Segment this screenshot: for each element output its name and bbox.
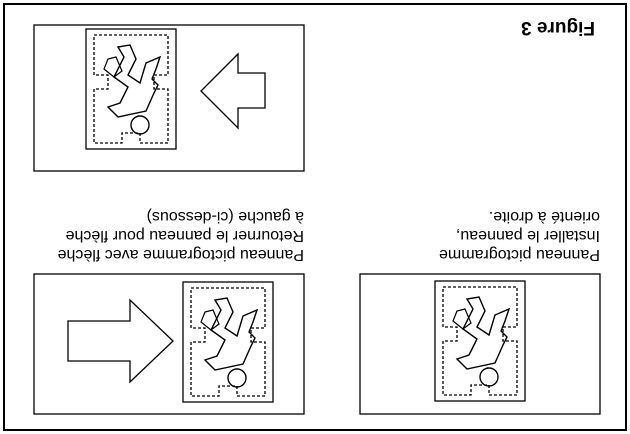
caption-pictogram-with-arrow: Panneau pictogramme avec flèche Retourne… bbox=[57, 208, 304, 263]
emergency-exit-running-person-icon-with-arrow bbox=[182, 281, 274, 403]
arrow-right-icon bbox=[200, 52, 266, 130]
panel-pictogram-with-arrow bbox=[33, 273, 305, 415]
emergency-exit-running-person-icon bbox=[434, 280, 526, 402]
panel-pictogram-sign bbox=[359, 273, 601, 415]
emergency-exit-running-person-icon-flipped bbox=[85, 28, 177, 150]
panel-flipped-sign bbox=[33, 24, 305, 172]
figure-title: Figure 3 bbox=[521, 17, 595, 38]
page-border bbox=[3, 3, 627, 431]
caption-pictogram-sign: Panneau pictogramme Installer le panneau… bbox=[439, 208, 600, 263]
arrow-left-icon bbox=[67, 298, 174, 384]
